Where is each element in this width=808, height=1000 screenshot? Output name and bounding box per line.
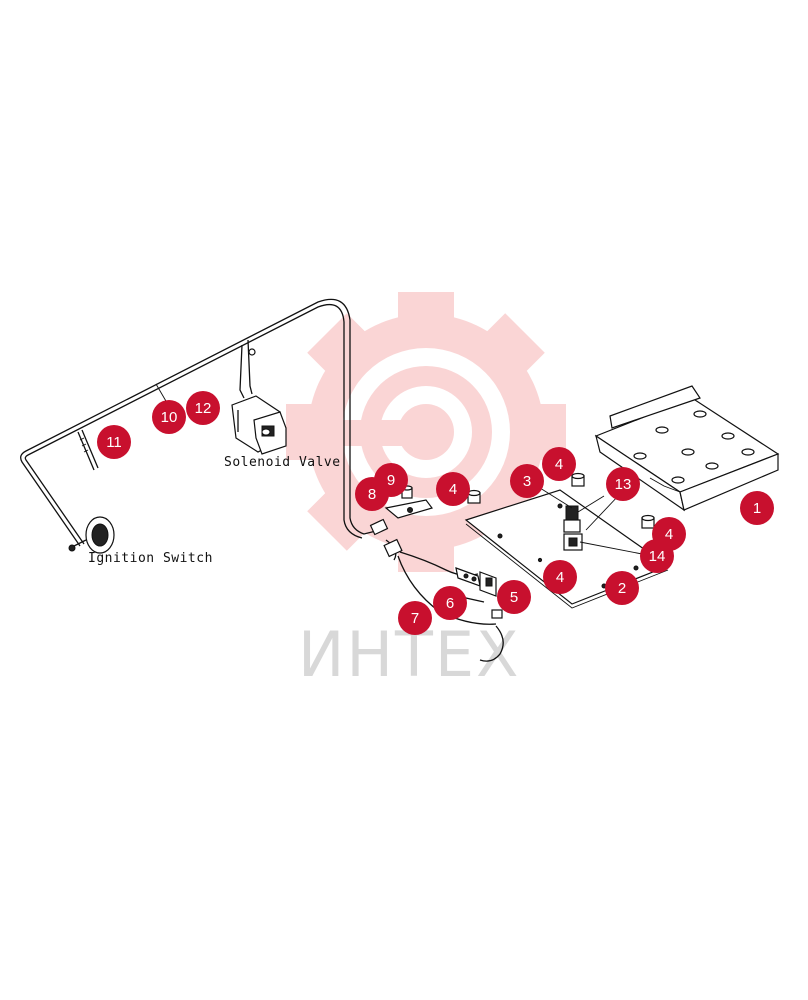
svg-text:4: 4 xyxy=(555,456,563,473)
callout-3: 3 xyxy=(510,464,544,498)
solenoid-valve-label: Solenoid Valve xyxy=(224,455,341,470)
svg-text:11: 11 xyxy=(106,434,122,451)
watermark-gear-logo xyxy=(286,292,566,572)
svg-text:4: 4 xyxy=(665,526,673,543)
svg-text:5: 5 xyxy=(510,589,518,606)
svg-text:4: 4 xyxy=(449,481,457,498)
callout-13: 13 xyxy=(606,467,640,501)
bracket-parts xyxy=(455,567,503,619)
ignition-switch-label: Ignition Switch xyxy=(88,551,213,566)
callout-12: 12 xyxy=(186,391,220,425)
wire-harness xyxy=(20,298,381,547)
svg-text:8: 8 xyxy=(368,486,376,503)
svg-text:9: 9 xyxy=(387,472,395,489)
seat-base-bracket-part xyxy=(594,385,780,512)
ignition-switch-part xyxy=(68,516,115,554)
svg-text:6: 6 xyxy=(446,595,454,612)
solenoid-valve-part xyxy=(231,395,287,455)
callout-4d: 4 xyxy=(543,560,577,594)
svg-text:1: 1 xyxy=(753,500,761,517)
key-part xyxy=(77,429,99,471)
svg-text:12: 12 xyxy=(195,400,212,417)
callout-14: 14 xyxy=(640,539,674,573)
spacer-parts xyxy=(467,472,655,529)
callout-6: 6 xyxy=(433,586,467,620)
svg-text:4: 4 xyxy=(556,569,564,586)
callout-4b: 4 xyxy=(436,472,470,506)
svg-text:14: 14 xyxy=(649,548,666,565)
relay-parts xyxy=(563,505,583,551)
callout-4a: 4 xyxy=(542,447,576,481)
callout-2: 2 xyxy=(605,571,639,605)
callout-7: 7 xyxy=(398,601,432,635)
leader-lines xyxy=(539,487,643,555)
svg-text:2: 2 xyxy=(618,580,626,597)
callout-10: 10 xyxy=(152,400,186,434)
svg-text:3: 3 xyxy=(523,473,531,490)
svg-text:10: 10 xyxy=(161,409,178,426)
svg-text:7: 7 xyxy=(411,610,419,627)
callout-markers: 1 2 3 4 4 4 4 5 6 7 8 9 10 11 12 13 14 xyxy=(97,391,774,635)
callout-11: 11 xyxy=(97,425,131,459)
callout-9: 9 xyxy=(374,463,408,497)
callout-5: 5 xyxy=(497,580,531,614)
svg-text:13: 13 xyxy=(615,476,632,493)
callout-1: 1 xyxy=(740,491,774,525)
